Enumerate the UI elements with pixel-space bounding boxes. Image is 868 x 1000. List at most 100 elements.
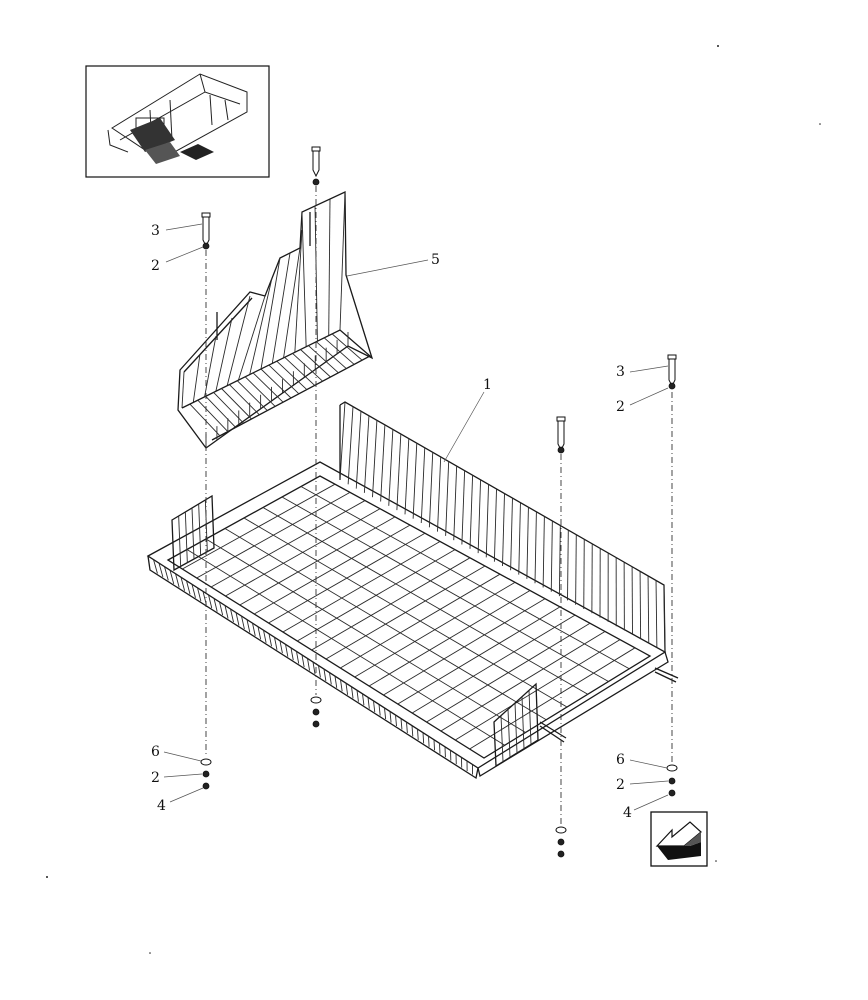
main-wire-tray bbox=[146, 401, 679, 780]
flat-washer-icon bbox=[200, 758, 212, 766]
wire-rod bbox=[521, 696, 525, 749]
callout-4: 4 bbox=[157, 798, 166, 814]
callout-1: 1 bbox=[483, 377, 492, 393]
wire-rod bbox=[428, 452, 434, 528]
wire-rod bbox=[230, 608, 234, 623]
callout-2: 2 bbox=[151, 770, 160, 786]
wire-rod bbox=[262, 507, 588, 695]
wire-rod bbox=[244, 376, 276, 407]
washer-icon bbox=[557, 446, 565, 454]
hardware-left bbox=[200, 212, 212, 790]
wire-rod bbox=[422, 732, 425, 744]
wire-rod bbox=[315, 341, 347, 369]
wire-rod bbox=[189, 403, 221, 437]
flat-washer-icon bbox=[555, 826, 567, 834]
hardware-right bbox=[666, 354, 678, 797]
wire-rod bbox=[500, 715, 504, 762]
stray-dot bbox=[717, 45, 719, 47]
wire-rod bbox=[249, 277, 273, 375]
wire-rod bbox=[514, 702, 518, 754]
wire-rod bbox=[406, 722, 408, 733]
wire-rod bbox=[567, 530, 569, 601]
wire-rod bbox=[285, 644, 289, 657]
wire-rod bbox=[507, 709, 511, 758]
wire-rod bbox=[301, 211, 307, 347]
wire-rod bbox=[510, 498, 513, 571]
wire-rod bbox=[180, 577, 186, 591]
wire-rod bbox=[417, 729, 419, 740]
hardware-right-center bbox=[555, 416, 567, 858]
callout-labels: 3 2 5 1 3 2 6 2 4 6 2 4 bbox=[151, 223, 632, 821]
wire-rod bbox=[307, 658, 311, 671]
wire-rod bbox=[331, 333, 363, 361]
wire-rod bbox=[445, 461, 450, 536]
nut-icon bbox=[312, 720, 320, 728]
wire-rod bbox=[260, 257, 281, 370]
wire-rod bbox=[396, 434, 402, 511]
wire-rod bbox=[215, 317, 233, 392]
wire-rod bbox=[205, 538, 526, 733]
wire-rod bbox=[257, 626, 262, 640]
wire-rod bbox=[219, 601, 224, 616]
front-direction-arrow-icon bbox=[650, 811, 708, 867]
wire-rod bbox=[477, 479, 482, 554]
wire-rod bbox=[378, 704, 381, 716]
wire-rod bbox=[493, 488, 497, 562]
wire-rod bbox=[229, 384, 260, 416]
wire-rod bbox=[389, 711, 392, 723]
wire-rod bbox=[372, 420, 378, 498]
wire-rod bbox=[412, 443, 418, 519]
wire-rod bbox=[181, 371, 185, 409]
wire-rod bbox=[355, 411, 362, 489]
wire-rod bbox=[395, 714, 397, 727]
wire-rod bbox=[208, 594, 213, 609]
lock-washer-icon bbox=[312, 708, 320, 716]
wire-rod bbox=[485, 484, 489, 558]
wire-rod bbox=[198, 503, 202, 556]
wire-rod bbox=[169, 570, 175, 584]
wire-rod bbox=[283, 247, 301, 358]
wire-rod bbox=[639, 571, 642, 640]
wire-rod bbox=[158, 562, 164, 578]
wire-rod bbox=[284, 356, 316, 386]
wire-rod bbox=[192, 353, 201, 403]
wire-rod bbox=[502, 493, 505, 567]
nut-icon bbox=[557, 850, 565, 858]
wire-rod bbox=[296, 651, 300, 664]
wire-rod bbox=[647, 575, 650, 644]
wire-rod bbox=[276, 360, 308, 390]
wire-rod bbox=[367, 697, 370, 709]
wire-rod bbox=[347, 406, 354, 485]
callout-3: 3 bbox=[616, 364, 625, 380]
wire-rod bbox=[224, 605, 229, 619]
flat-washer-icon bbox=[310, 696, 322, 704]
wire-rod bbox=[204, 335, 217, 397]
wire-rod bbox=[363, 415, 370, 493]
wire-rod bbox=[558, 525, 561, 597]
machine-locator-thumbnail bbox=[85, 65, 270, 178]
wire-rod bbox=[191, 507, 195, 560]
wire-rod bbox=[164, 566, 169, 581]
callout-3: 3 bbox=[151, 223, 160, 239]
wire-rod bbox=[191, 584, 196, 598]
wire-rod bbox=[388, 429, 394, 506]
wire-rod bbox=[328, 198, 331, 336]
leader-lines bbox=[163, 223, 669, 811]
bolt-icon bbox=[202, 215, 210, 248]
wire-rod bbox=[526, 507, 529, 579]
wire-rod bbox=[351, 686, 354, 699]
wire-rod bbox=[237, 295, 266, 381]
wire-rod bbox=[268, 364, 300, 395]
wire-rod bbox=[241, 615, 245, 630]
lock-washer-icon bbox=[557, 838, 565, 846]
wire-rod bbox=[663, 584, 666, 653]
wire-rod bbox=[178, 515, 182, 567]
wire-rod bbox=[274, 637, 278, 650]
wire-rod bbox=[534, 511, 537, 584]
wire-rod bbox=[294, 229, 303, 353]
callout-4: 4 bbox=[623, 805, 632, 821]
wire-rod bbox=[345, 683, 349, 695]
wire-rod bbox=[583, 539, 585, 610]
callout-6: 6 bbox=[616, 752, 625, 768]
